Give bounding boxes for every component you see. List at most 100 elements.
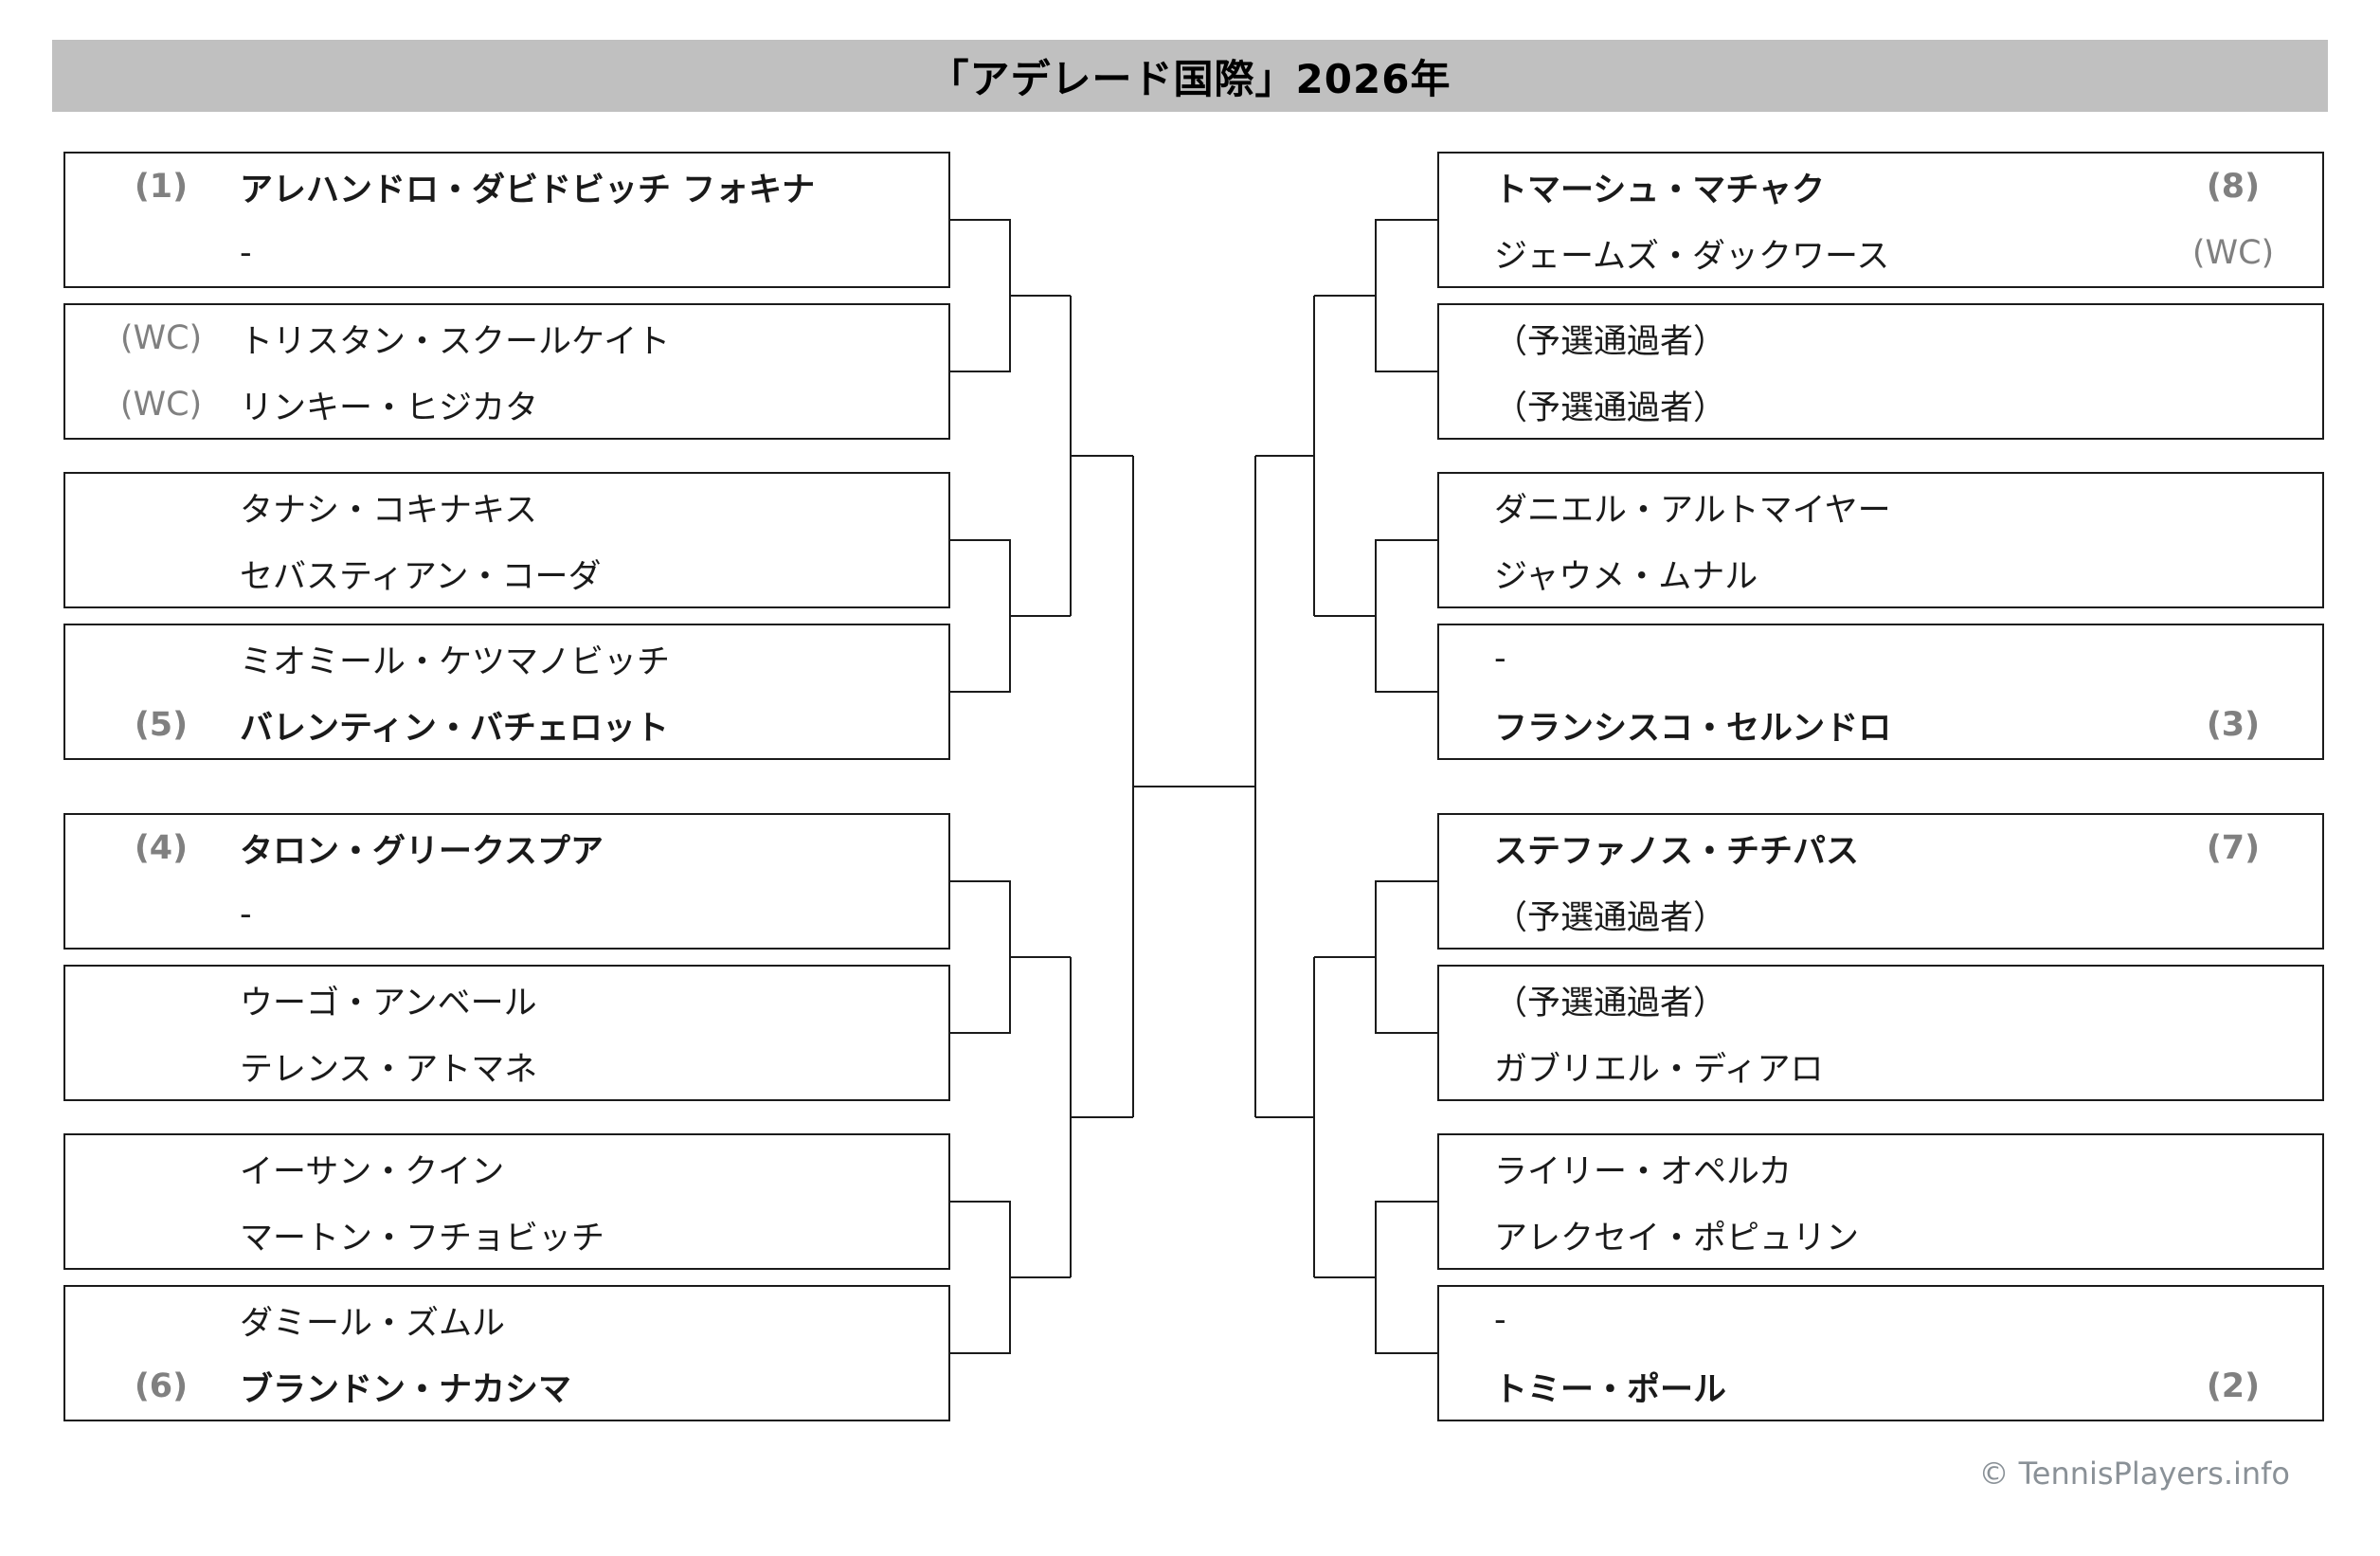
player-name: （予選通過者） — [1494, 322, 1727, 361]
player-row: フランシスコ・セルンドロ (3) — [1439, 692, 2322, 758]
player-row: - — [1439, 1287, 2322, 1353]
player-row: (4) タロン・グリークスプア — [65, 815, 948, 881]
connector-right-r1-4 — [1314, 1201, 1437, 1354]
seed-label: (WC) — [119, 386, 203, 424]
player-row: (6) ブランドン・ナカシマ — [65, 1353, 948, 1420]
player-row: ジェームズ・ダックワース (WC) — [1439, 220, 2322, 286]
player-name: ダミール・ズムル — [240, 1304, 506, 1343]
match-box-left-3: タナシ・コキナキス セバスティアン・コーダ — [63, 472, 950, 608]
player-row: - — [65, 220, 948, 286]
match-box-right-7: ライリー・オペルカ アレクセイ・ポピュリン — [1437, 1133, 2324, 1270]
player-row: ミオミール・ケツマノビッチ — [65, 625, 948, 692]
player-row: （予選通過者） — [1439, 305, 2322, 371]
match-box-left-5: (4) タロン・グリークスプア - — [63, 813, 950, 950]
tournament-title-bar: 「アデレード国際」2026年 — [52, 40, 2328, 112]
match-box-left-2: (WC) トリスタン・スクールケイト (WC) リンキー・ヒジカタ — [63, 303, 950, 440]
player-name: トマーシュ・マチャク — [1494, 171, 1825, 209]
player-name: ブランドン・ナカシマ — [240, 1370, 572, 1409]
seed-label: (1) — [134, 168, 189, 206]
player-name: ミオミール・ケツマノビッチ — [240, 642, 670, 681]
player-row: - — [65, 881, 948, 948]
player-name: ジェームズ・ダックワース — [1494, 237, 1890, 276]
connector-left-r2-2 — [1070, 957, 1133, 1277]
player-name: （予選通過者） — [1494, 389, 1727, 427]
seed-label: (WC) — [119, 319, 203, 357]
connector-left-r1-2 — [950, 539, 1071, 693]
player-name: ライリー・オペルカ — [1494, 1152, 1792, 1191]
seed-label: (8) — [2206, 168, 2261, 206]
player-name: マートン・フチョビッチ — [240, 1219, 605, 1257]
player-name: ダニエル・アルトマイヤー — [1494, 491, 1891, 530]
match-box-right-3: ダニエル・アルトマイヤー ジャウメ・ムナル — [1437, 472, 2324, 608]
match-box-right-5: ステファノス・チチパス (7) （予選通過者） — [1437, 813, 2324, 950]
player-name: ウーゴ・アンベール — [240, 984, 537, 1022]
player-row: - — [1439, 625, 2322, 692]
seed-label: (4) — [134, 829, 189, 867]
player-row: ガブリエル・ディアロ — [1439, 1033, 2322, 1099]
seed-label: (6) — [134, 1367, 189, 1405]
match-box-left-4: ミオミール・ケツマノビッチ (5) バレンティン・バチェロット — [63, 624, 950, 760]
connector-left-r1-3 — [950, 880, 1071, 1034]
connector-right-r2-1 — [1255, 296, 1315, 616]
player-row: アレクセイ・ポピュリン — [1439, 1202, 2322, 1268]
player-row: ウーゴ・アンベール — [65, 967, 948, 1033]
match-box-right-4: - フランシスコ・セルンドロ (3) — [1437, 624, 2324, 760]
player-name: トミー・ポール — [1494, 1370, 1727, 1409]
connector-left-r1-4 — [950, 1201, 1071, 1354]
player-name: - — [240, 896, 252, 933]
player-name: テレンス・アトマネ — [240, 1050, 538, 1089]
player-row: ダミール・ズムル — [65, 1287, 948, 1353]
player-name: バレンティン・バチェロット — [240, 709, 669, 748]
player-row: テレンス・アトマネ — [65, 1033, 948, 1099]
player-name: タロン・グリークスプア — [240, 832, 604, 871]
match-box-left-6: ウーゴ・アンベール テレンス・アトマネ — [63, 965, 950, 1101]
player-row: （予選通過者） — [1439, 371, 2322, 438]
seed-label: (WC) — [2191, 234, 2275, 272]
connector-right-r1-1 — [1314, 219, 1437, 372]
copyright-text: © TennisPlayers.info — [1978, 1456, 2290, 1492]
match-box-right-1: トマーシュ・マチャク (8) ジェームズ・ダックワース (WC) — [1437, 152, 2324, 288]
player-row: ステファノス・チチパス (7) — [1439, 815, 2322, 881]
player-row: タナシ・コキナキス — [65, 474, 948, 540]
player-row: トミー・ポール (2) — [1439, 1353, 2322, 1420]
player-row: （予選通過者） — [1439, 967, 2322, 1033]
player-name: アレクセイ・ポピュリン — [1494, 1219, 1860, 1257]
player-row: イーサン・クイン — [65, 1135, 948, 1202]
player-row: (1) アレハンドロ・ダビドビッチ フォキナ — [65, 154, 948, 220]
player-row: トマーシュ・マチャク (8) — [1439, 154, 2322, 220]
player-name: リンキー・ヒジカタ — [240, 389, 539, 427]
player-name: （予選通過者） — [1494, 898, 1727, 937]
player-row: (WC) トリスタン・スクールケイト — [65, 305, 948, 371]
player-row: ライリー・オペルカ — [1439, 1135, 2322, 1202]
player-name: ステファノス・チチパス — [1494, 832, 1860, 871]
player-name: （予選通過者） — [1494, 984, 1727, 1022]
player-row: ダニエル・アルトマイヤー — [1439, 474, 2322, 540]
player-row: マートン・フチョビッチ — [65, 1202, 948, 1268]
match-box-right-8: - トミー・ポール (2) — [1437, 1285, 2324, 1421]
player-name: セバスティアン・コーダ — [240, 557, 602, 596]
player-row: (5) バレンティン・バチェロット — [65, 692, 948, 758]
player-row: (WC) リンキー・ヒジカタ — [65, 371, 948, 438]
match-box-left-7: イーサン・クイン マートン・フチョビッチ — [63, 1133, 950, 1270]
tournament-title: 「アデレード国際」2026年 — [929, 55, 1451, 102]
player-name: ガブリエル・ディアロ — [1494, 1050, 1824, 1089]
player-name: トリスタン・スクールケイト — [240, 322, 671, 361]
player-row: セバスティアン・コーダ — [65, 540, 948, 606]
player-name: ジャウメ・ムナル — [1494, 557, 1758, 596]
player-name: - — [1494, 1301, 1506, 1339]
match-box-right-6: （予選通過者） ガブリエル・ディアロ — [1437, 965, 2324, 1101]
connector-right-r2-2 — [1255, 957, 1315, 1277]
connector-left-r2-1 — [1070, 296, 1133, 616]
seed-label: (3) — [2206, 706, 2261, 744]
connector-left-sf — [1132, 456, 1255, 1117]
connector-left-r1-1 — [950, 219, 1071, 372]
player-name: - — [1494, 640, 1506, 678]
player-name: イーサン・クイン — [240, 1152, 505, 1191]
connector-right-r1-3 — [1314, 880, 1437, 1034]
seed-label: (2) — [2206, 1367, 2261, 1405]
player-row: ジャウメ・ムナル — [1439, 540, 2322, 606]
player-name: タナシ・コキナキス — [240, 491, 537, 530]
match-box-left-8: ダミール・ズムル (6) ブランドン・ナカシマ — [63, 1285, 950, 1421]
seed-label: (5) — [134, 706, 189, 744]
